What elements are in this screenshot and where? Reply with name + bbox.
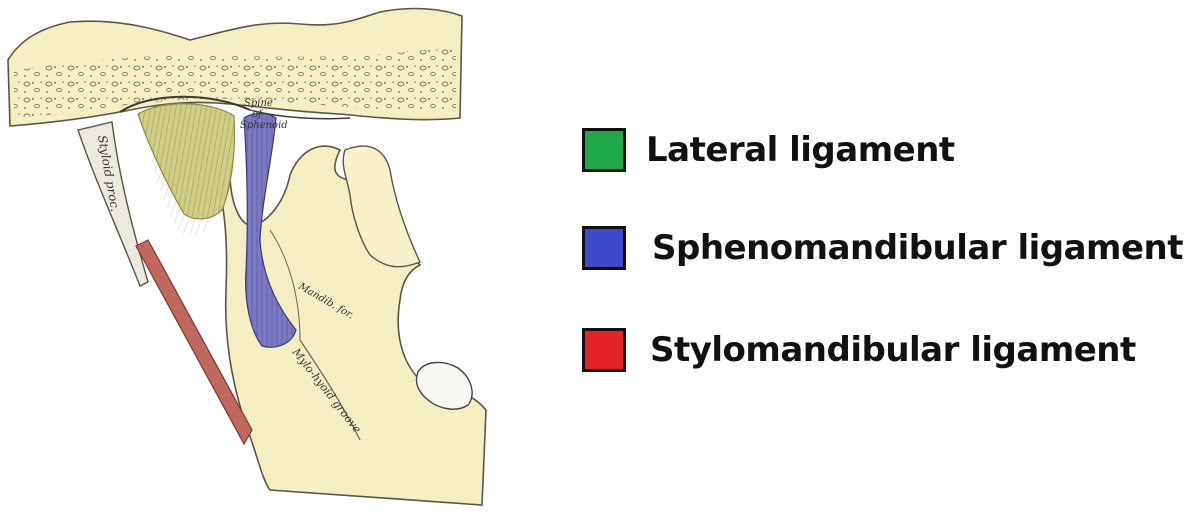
sphenomandibular-ligament-swatch	[582, 226, 626, 270]
legend-item-sphenomandibular-ligament: Sphenomandibular ligament	[582, 226, 1183, 270]
legend-label: Sphenomandibular ligament	[652, 228, 1183, 268]
lateral-ligament-swatch	[582, 128, 626, 172]
legend-item-lateral-ligament: Lateral ligament	[582, 128, 955, 172]
stylomandibular-ligament-swatch	[582, 328, 626, 372]
spine-of-sphenoid-label-line3: Sphenoid	[240, 120, 288, 131]
legend-item-stylomandibular-ligament: Stylomandibular ligament	[582, 328, 1136, 372]
spine-of-sphenoid-label-line1: Spine	[244, 98, 273, 109]
legend-label: Lateral ligament	[646, 130, 955, 170]
legend-label: Stylomandibular ligament	[650, 330, 1136, 370]
tmj-ligament-illustration: Styloid proc. Spine of Sphenoid Mandib. …	[0, 0, 500, 522]
